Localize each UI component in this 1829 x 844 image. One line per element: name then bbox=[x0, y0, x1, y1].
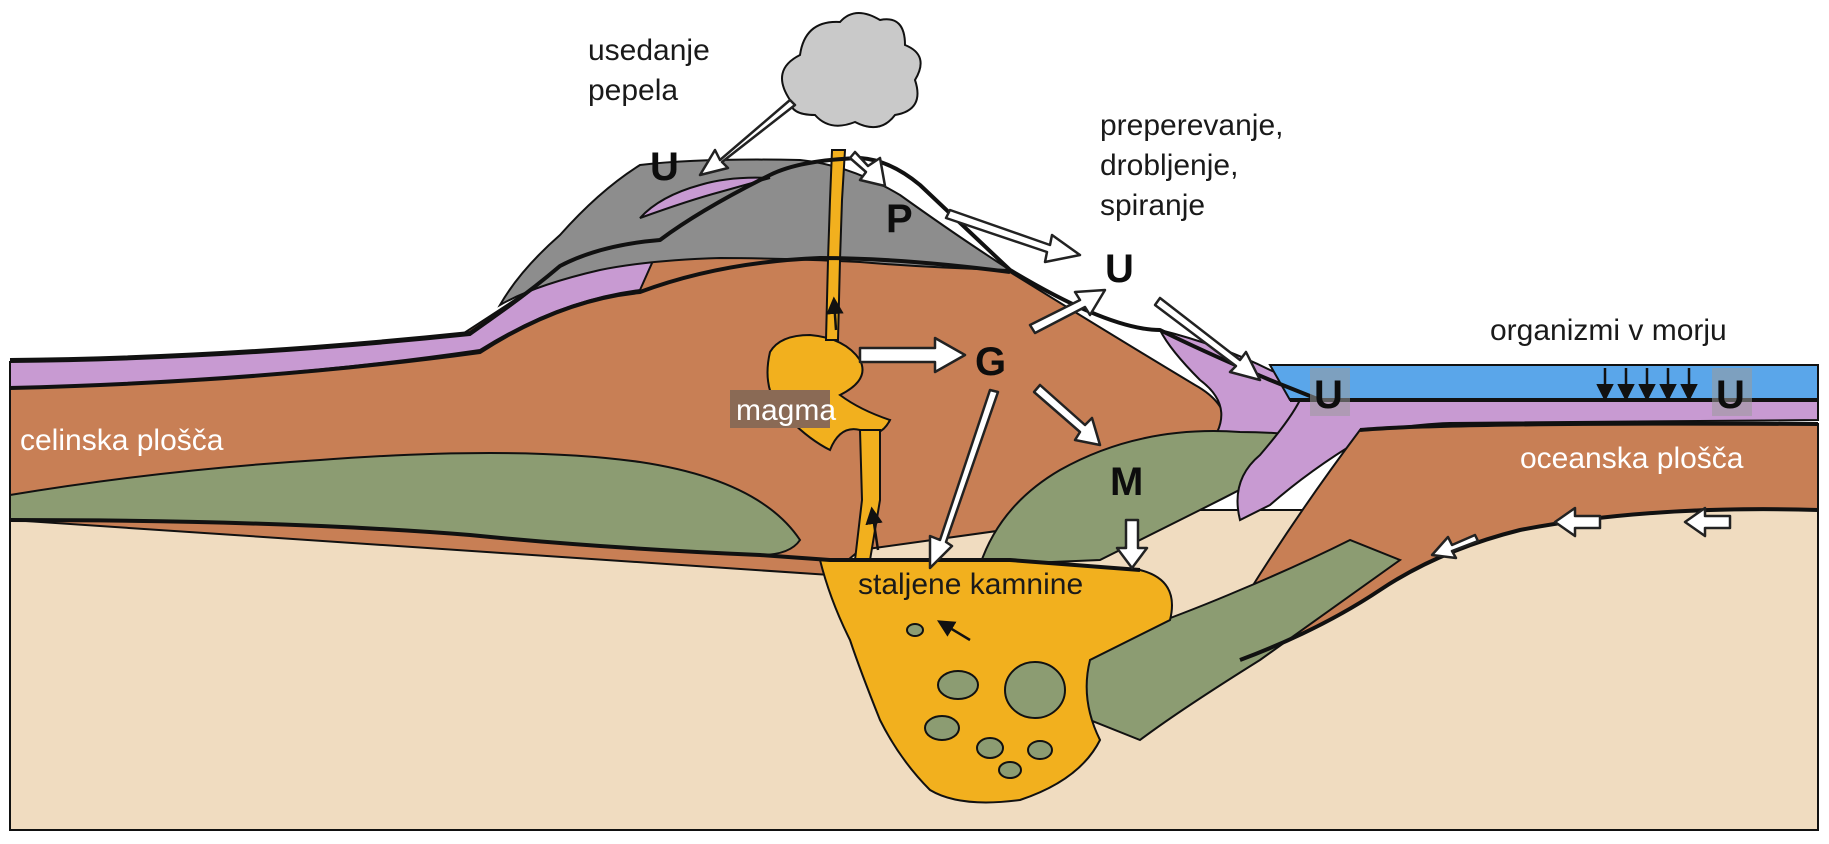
sea-organisms-label: organizmi v morju bbox=[1490, 314, 1727, 347]
rock-blob bbox=[907, 624, 923, 636]
code-U-sea: U bbox=[1314, 373, 1343, 417]
weathering-label-line3: spiranje bbox=[1100, 189, 1205, 222]
rock-blob bbox=[977, 738, 1003, 758]
code-M: M bbox=[1110, 460, 1143, 504]
code-U-slope: U bbox=[1105, 247, 1134, 291]
molten-rocks-label: staljene kamnine bbox=[858, 568, 1083, 601]
code-U-volcano-flank: U bbox=[650, 145, 679, 189]
weathering-label-line1: preperevanje, bbox=[1100, 109, 1283, 142]
rock-blob bbox=[925, 716, 959, 740]
ash-settling-label-line1: usedanje bbox=[588, 34, 710, 67]
oceanic-plate-label: oceanska plošča bbox=[1520, 442, 1744, 475]
continental-plate-label: celinska plošča bbox=[20, 424, 224, 457]
ash-settling-label-line2: pepela bbox=[588, 74, 678, 107]
rock-blob bbox=[999, 762, 1021, 778]
code-U-ocean: U bbox=[1716, 373, 1745, 417]
magma-label: magma bbox=[736, 394, 836, 427]
rock-blob bbox=[1005, 662, 1065, 718]
ash-cloud bbox=[782, 13, 921, 127]
weathering-label-line2: drobljenje, bbox=[1100, 149, 1238, 182]
code-P: P bbox=[886, 197, 913, 241]
rock-blob bbox=[1028, 741, 1052, 759]
rock-blob bbox=[938, 671, 978, 699]
code-G: G bbox=[975, 340, 1006, 384]
